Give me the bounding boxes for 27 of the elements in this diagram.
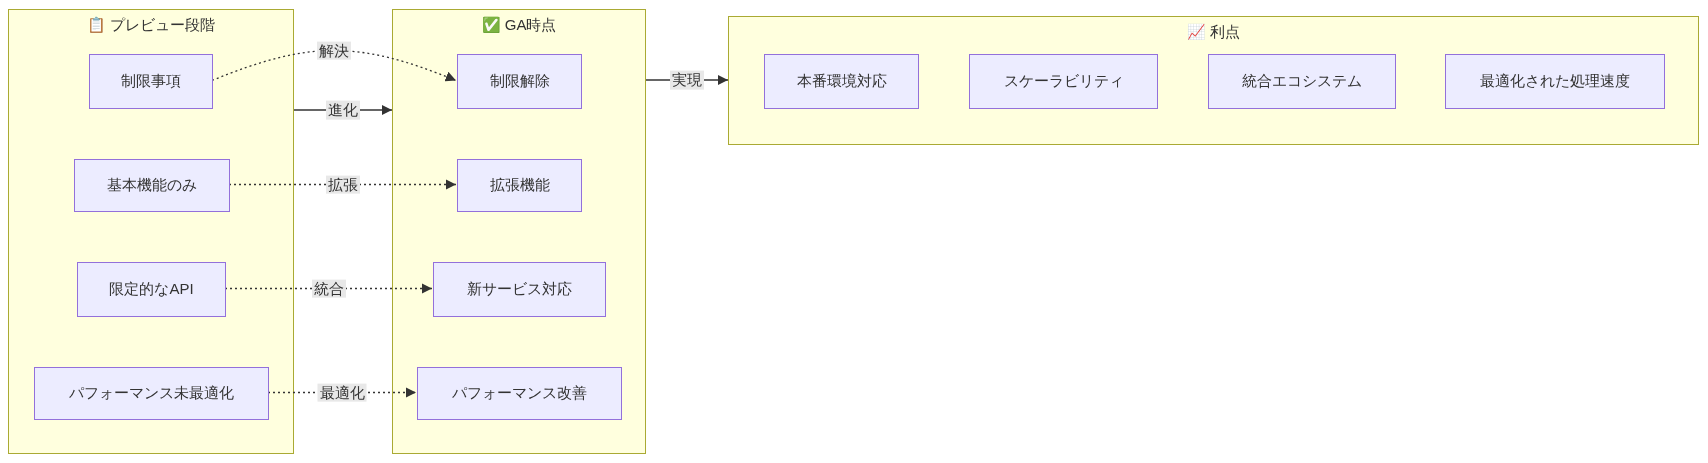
process-box: スケーラビリティ bbox=[969, 54, 1158, 109]
process-box: 新サービス対応 bbox=[433, 262, 606, 317]
process-box: 制限解除 bbox=[457, 54, 582, 109]
process-box: 本番環境対応 bbox=[764, 54, 919, 109]
group-panel bbox=[728, 16, 1699, 145]
group-title: ✅ GA時点 bbox=[481, 15, 557, 35]
process-box: 最適化された処理速度 bbox=[1445, 54, 1665, 109]
arrow bbox=[211, 49, 457, 82]
group-panel bbox=[8, 9, 294, 454]
process-box: 統合エコシステム bbox=[1208, 54, 1396, 109]
process-box: パフォーマンス未最適化 bbox=[34, 367, 269, 420]
process-box: 限定的なAPI bbox=[77, 262, 226, 317]
group-title: 📋 プレビュー段階 bbox=[86, 15, 216, 35]
arrow bbox=[224, 283, 433, 294]
group-panel bbox=[392, 9, 646, 454]
edge-label: 統合 bbox=[311, 279, 346, 298]
process-box: 拡張機能 bbox=[457, 159, 582, 212]
edge-label: 拡張 bbox=[325, 175, 360, 194]
edge-label: 最適化 bbox=[317, 383, 367, 402]
process-box: 制限事項 bbox=[89, 54, 213, 109]
arrow bbox=[228, 179, 457, 190]
process-box: パフォーマンス改善 bbox=[417, 367, 622, 420]
group-title: 📈 利点 bbox=[1186, 22, 1241, 42]
edge-label: 実現 bbox=[670, 70, 704, 90]
edge-label: 解決 bbox=[317, 41, 351, 60]
process-box: 基本機能のみ bbox=[74, 159, 230, 212]
edge-label: 進化 bbox=[326, 100, 360, 120]
